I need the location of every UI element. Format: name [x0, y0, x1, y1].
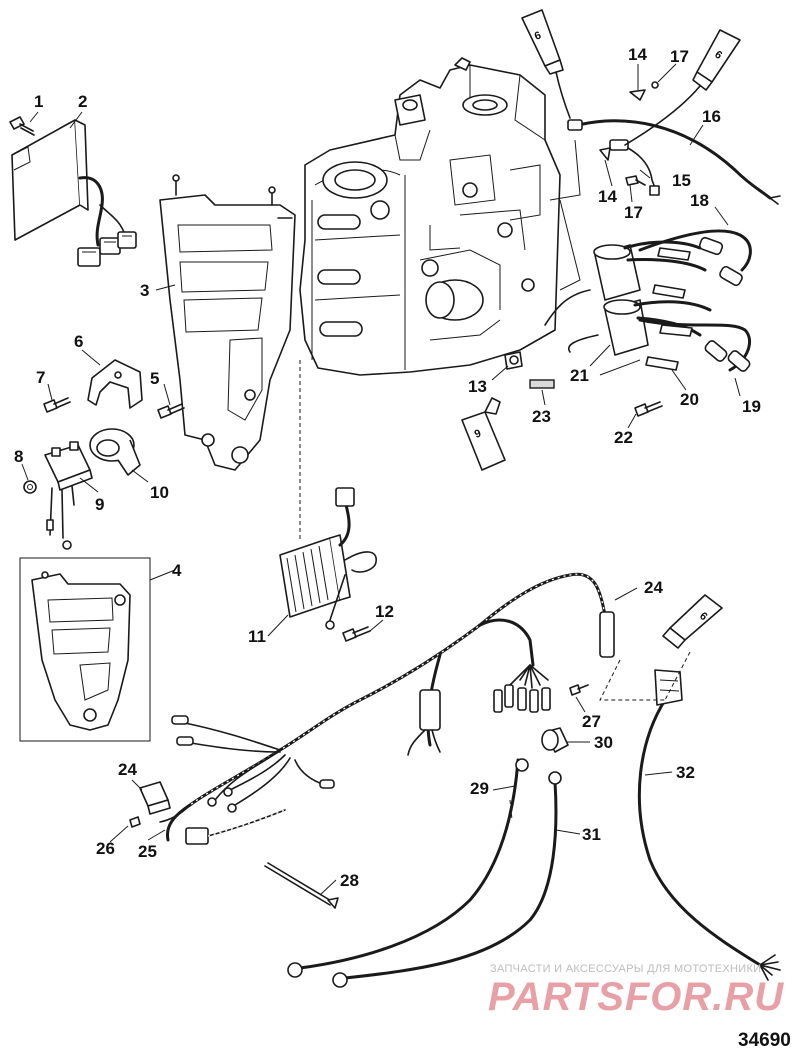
mounting-plate-box: [19, 557, 151, 742]
solenoid: [44, 441, 93, 550]
tube-label-b: 6: [712, 49, 724, 62]
callout-29: 29: [470, 779, 489, 798]
callout-26: 26: [96, 839, 115, 858]
callout-5: 5: [150, 369, 159, 388]
sealant-tube-right: [662, 594, 723, 649]
sender-13: [504, 351, 523, 370]
sealant-tube-top-left: [521, 9, 571, 119]
callout-14-bottom: 14: [598, 187, 617, 206]
callout-2: 2: [78, 92, 87, 111]
callout-31: 31: [582, 825, 601, 844]
bolt-7: [43, 397, 71, 413]
sealant-tube-top-right: [624, 29, 741, 146]
callout-28: 28: [340, 871, 359, 890]
bolt-12: [342, 626, 371, 642]
callout-15: 15: [672, 171, 691, 190]
callout-1: 1: [34, 92, 43, 111]
sensor-15: [609, 139, 660, 196]
cable-tie-28: [264, 862, 339, 909]
relay-24-small: [139, 781, 171, 815]
callout-12: 12: [375, 602, 394, 621]
callout-9: 9: [95, 495, 104, 514]
tube-label-a: 6: [533, 29, 543, 42]
callout-20: 20: [680, 390, 699, 409]
bolt-22: [634, 401, 663, 417]
ignition-coils: [544, 240, 712, 356]
callout-24-harness: 24: [644, 578, 663, 597]
callout-22: 22: [614, 428, 633, 447]
mounting-plate: [159, 174, 296, 471]
callout-6: 6: [74, 332, 83, 351]
callout-8: 8: [14, 447, 23, 466]
leader-lines: [21, 63, 741, 896]
boot-30: [541, 727, 569, 753]
callout-32: 32: [676, 763, 695, 782]
callout-17-bottom: 17: [624, 203, 643, 222]
callout-19: 19: [742, 397, 761, 416]
wiring-harness: [159, 572, 615, 845]
screw-17: [625, 81, 659, 186]
decal-23: [529, 379, 555, 389]
callout-18: 18: [690, 191, 709, 210]
spark-plugs: [645, 247, 693, 371]
clip-14: [599, 89, 646, 161]
high-tension-leads: [638, 229, 752, 372]
callout-30: 30: [594, 733, 613, 752]
watermark-caption: ЗАПЧАСТИ И АКСЕССУАРЫ ДЛЯ МОТОТЕХНИКИ: [490, 963, 761, 975]
engine-block: [299, 57, 561, 376]
bolt-5: [157, 403, 185, 419]
callout-25: 25: [138, 842, 157, 861]
bolt-1: [9, 116, 35, 136]
tube-label-c: 9: [473, 427, 483, 440]
callout-17-top: 17: [670, 47, 689, 66]
grease-tube: [461, 397, 506, 471]
ecu-module: [11, 119, 137, 267]
watermark-logo: PARTSFOR.RU: [488, 975, 784, 1019]
callout-21: 21: [570, 366, 589, 385]
callout-3: 3: [140, 281, 149, 300]
callout-27: 27: [582, 712, 601, 731]
temperature-sensor-lead: [567, 119, 781, 205]
screw-27: [569, 684, 589, 696]
callout-10: 10: [150, 483, 169, 502]
remote-harness-32: [637, 669, 781, 981]
battery-cable-29: [287, 758, 529, 978]
nut-8: [23, 480, 37, 494]
drawing-code: 34690: [738, 1030, 791, 1051]
voltage-regulator: [279, 487, 377, 630]
callout-7: 7: [36, 368, 45, 387]
callouts: 1 2 3 4 5 6 7 8 9 10 11 12 13 14 14 15 1…: [14, 45, 761, 890]
callout-11: 11: [248, 627, 266, 646]
screw-26: [129, 816, 141, 828]
callout-24-relay: 24: [118, 760, 137, 779]
callout-4: 4: [172, 561, 182, 580]
callout-14-top: 14: [628, 45, 647, 64]
callout-13: 13: [468, 377, 487, 396]
callout-16: 16: [702, 107, 721, 126]
solenoid-holder: [89, 428, 141, 476]
bracket: [87, 359, 143, 409]
callout-23: 23: [532, 407, 551, 426]
battery-cable-31: [332, 771, 562, 988]
